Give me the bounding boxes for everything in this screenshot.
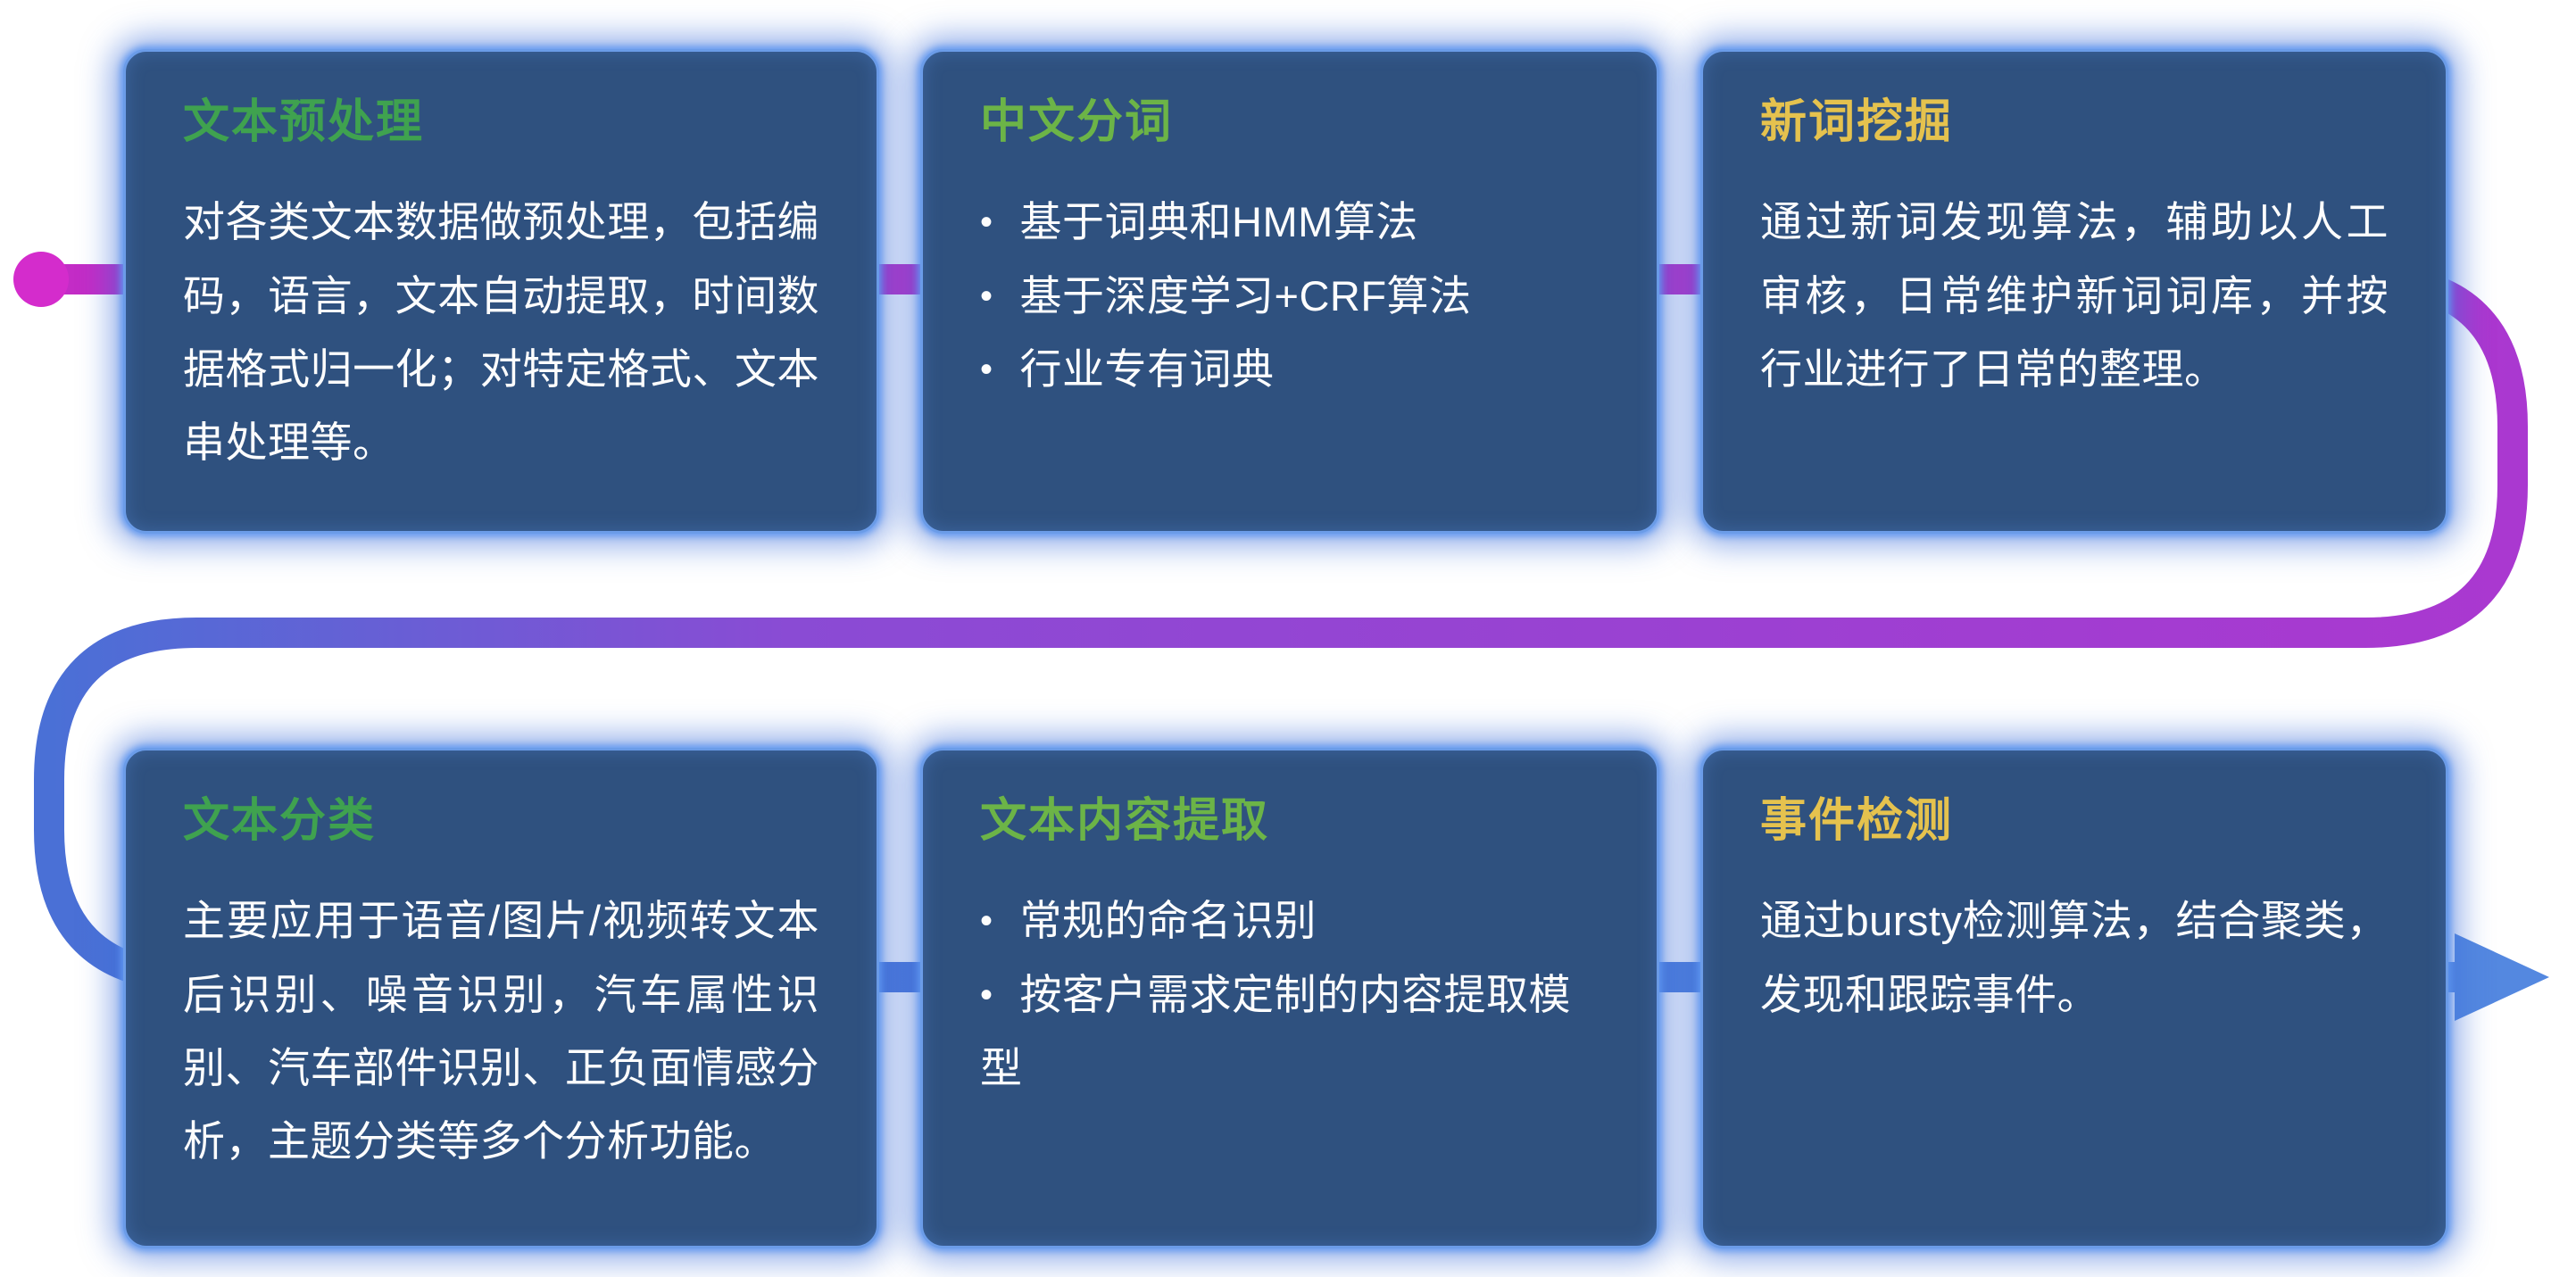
card-title: 新词挖掘 bbox=[1760, 96, 1954, 148]
bullet-item: 基于词典和HMM算法 bbox=[980, 186, 1600, 259]
card-new-word-mining: 新词挖掘 通过新词发现算法，辅助以人工审核，日常维护新词词库，并按行业进行了日常… bbox=[1700, 49, 2448, 534]
card-description: 对各类文本数据做预处理，包括编码，语言，文本自动提取，时间数据格式归一化；对特定… bbox=[183, 198, 819, 467]
flow-end-arrow-icon bbox=[2455, 933, 2549, 1021]
card-title: 文本内容提取 bbox=[980, 795, 1270, 847]
card-description: 通过bursty检测算法，结合聚类，发现和跟踪事件。 bbox=[1760, 897, 2389, 1018]
bullet-item: 常规的命名识别 bbox=[980, 884, 1600, 958]
card-description: 主要应用于语音/图片/视频转文本后识别、噪音识别，汽车属性识别、汽车部件识别、正… bbox=[183, 897, 819, 1165]
flow-path-return-purple bbox=[34, 473, 2528, 794]
bullet-item: 按客户需求定制的内容提取模型 bbox=[980, 958, 1600, 1106]
card-bullet-list: 常规的命名识别 按客户需求定制的内容提取模型 bbox=[980, 884, 1600, 1105]
card-chinese-word-segmentation: 中文分词 基于词典和HMM算法 基于深度学习+CRF算法 行业专有词典 bbox=[920, 49, 1659, 534]
card-text-classification: 文本分类 主要应用于语音/图片/视频转文本后识别、噪音识别，汽车属性识别、汽车部… bbox=[123, 748, 879, 1248]
card-description: 通过新词发现算法，辅助以人工审核，日常维护新词词库，并按行业进行了日常的整理。 bbox=[1760, 198, 2389, 393]
card-title: 中文分词 bbox=[980, 96, 1174, 148]
card-bullet-list: 基于词典和HMM算法 基于深度学习+CRF算法 行业专有词典 bbox=[980, 186, 1600, 406]
bullet-item: 行业专有词典 bbox=[980, 333, 1600, 406]
card-event-detection: 事件检测 通过bursty检测算法，结合聚类，发现和跟踪事件。 bbox=[1700, 748, 2448, 1248]
card-title: 文本分类 bbox=[183, 795, 377, 847]
flow-start-dot bbox=[13, 252, 69, 307]
bullet-item: 基于深度学习+CRF算法 bbox=[980, 260, 1600, 333]
card-title: 文本预处理 bbox=[183, 96, 425, 148]
card-title: 事件检测 bbox=[1760, 795, 1954, 847]
card-text-content-extraction: 文本内容提取 常规的命名识别 按客户需求定制的内容提取模型 bbox=[920, 748, 1659, 1248]
card-text-preprocessing: 文本预处理 对各类文本数据做预处理，包括编码，语言，文本自动提取，时间数据格式归… bbox=[123, 49, 879, 534]
